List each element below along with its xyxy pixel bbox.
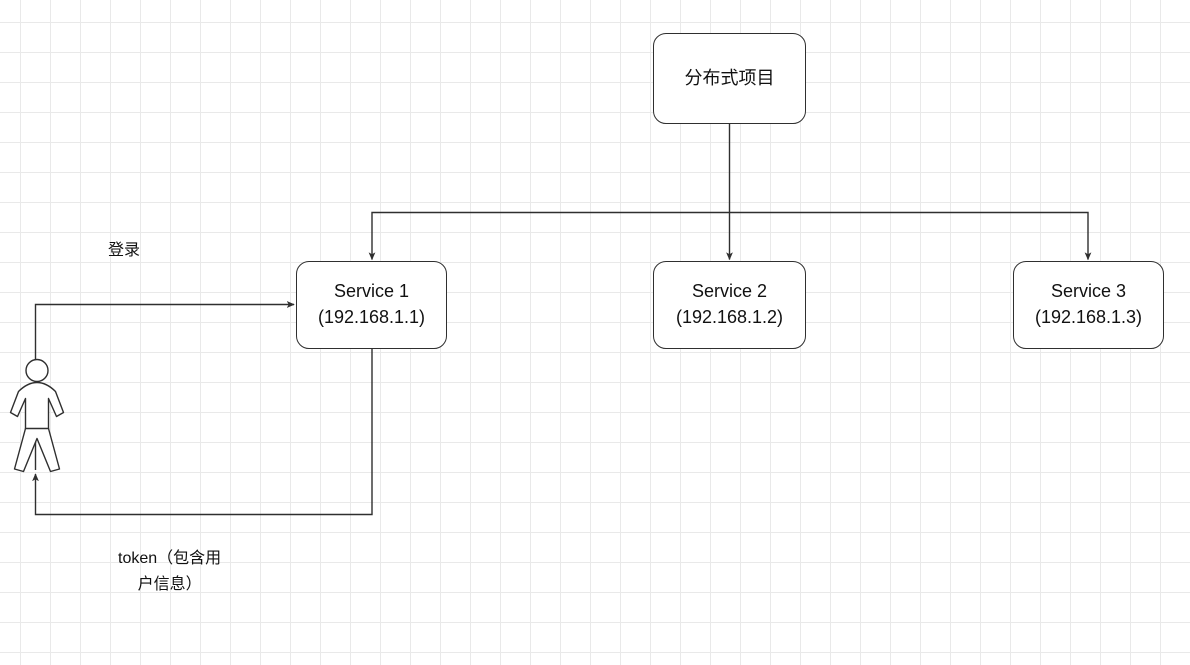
service-2-node[interactable]: Service 2 (192.168.1.2) <box>653 261 806 349</box>
service-3-title: Service 3 <box>1050 281 1127 302</box>
edge-root-to-services <box>368 124 1092 261</box>
token-edge-label: token（包含用 户信息） <box>118 550 222 593</box>
user-actor[interactable] <box>8 358 66 473</box>
service-3-ip: (192.168.1.3) <box>1034 307 1143 327</box>
edge-service1-to-user <box>32 349 373 516</box>
edge-user-to-service1 <box>34 301 295 470</box>
service-1-title: Service 1 <box>333 281 410 302</box>
service-2-title: Service 2 <box>691 281 768 302</box>
service-1-node[interactable]: Service 1 (192.168.1.1) <box>296 261 447 349</box>
distributed-project-node[interactable]: 分布式项目 <box>653 33 806 124</box>
login-edge-label: 登录 <box>108 242 141 259</box>
service-3-node[interactable]: Service 3 (192.168.1.3) <box>1013 261 1164 349</box>
distributed-project-label: 分布式项目 <box>684 67 775 88</box>
user-actor-icon <box>9 358 65 473</box>
service-1-ip: (192.168.1.1) <box>317 307 426 327</box>
service-2-ip: (192.168.1.2) <box>675 307 784 327</box>
